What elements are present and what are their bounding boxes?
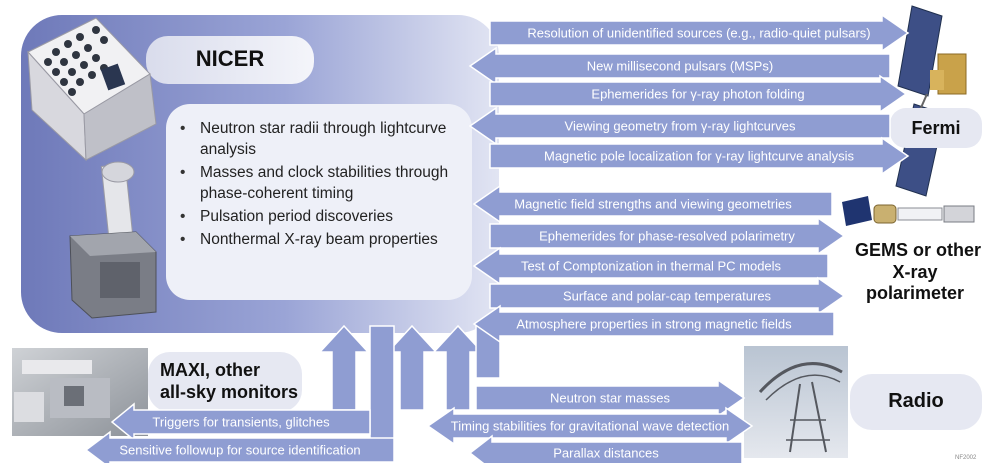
nicer-title-box [146,36,314,84]
radio-parallax-label: Parallax distances [553,446,659,461]
radio-timing-stabilities-arrow [426,406,754,446]
maxi-label-line1: MAXI, other [160,360,261,380]
gems-comptonization-arrow [472,246,829,286]
radio-timing-stabilities-label: Timing stabilities for gravitational wav… [451,419,729,434]
fermi-ephemerides-label: Ephemerides for γ-ray photon folding [591,87,804,102]
maxi-triggers-label: Triggers for transients, glitches [152,415,330,430]
gems-surface-temperatures-label: Surface and polar-cap temperatures [563,289,772,304]
up-arrow-1 [318,324,370,411]
maxi-hardware-sketch [14,360,110,422]
nicer-bullet-list: Neutron star radii through lightcurve an… [176,118,466,252]
fermi-label: Fermi [911,118,961,138]
radio-ns-masses-label: Neutron star masses [550,391,670,406]
fermi-magnetic-pole-label: Magnetic pole localization for γ-ray lig… [544,149,854,164]
radio-parallax-arrow [468,434,743,463]
maxi-label-box [148,352,302,412]
radio-ns-masses-arrow [475,378,746,418]
up-arrow-2 [386,324,438,411]
fermi-viewing-geometry-arrow [468,106,891,146]
fermi-ephemerides-arrow [489,74,908,114]
gems-satellite-illustration [842,196,975,226]
gems-surface-temperatures-arrow [489,276,846,316]
fermi-new-msps-arrow [468,46,891,86]
gems-label-line2: X-ray polarimeter [865,262,965,303]
fermi-unidentified-sources-label: Resolution of unidentified sources (e.g.… [527,26,870,41]
radio-telescope-illustration [758,362,843,453]
fermi-new-msps-label: New millisecond pulsars (MSPs) [587,59,773,74]
radio-label-box [850,374,982,430]
figure-id: NF2002 [955,455,977,461]
fermi-unidentified-sources-arrow [489,13,910,53]
gems-label-line1: GEMS or other [854,240,981,260]
nicer-bullet-beam: Nonthermal X-ray beam properties [176,229,466,250]
nicer-bullet-radii: Neutron star radii through lightcurve an… [176,118,466,160]
nicer-vertical-connectors [318,324,501,463]
fermi-label-box [890,108,982,148]
up-arrow-3 [432,324,484,411]
gems-magnetic-field-arrow [472,184,833,224]
fermi-magnetic-pole-arrow [489,136,910,176]
radio-label: Radio [888,390,944,412]
maxi-followup-arrow [84,430,395,463]
maxi-triggers-arrow [110,402,371,442]
nicer-bullet-masses: Masses and clock stabilities through pha… [176,162,466,204]
radio-telescope-photo [744,346,848,458]
gems-comptonization-label: Test of Comptonization in thermal PC mod… [521,259,782,274]
nicer-instrument-illustration [27,17,157,319]
nicer-title: NICER [195,46,265,71]
maxi-followup-label: Sensitive followup for source identifica… [119,443,360,458]
gems-ephemerides-arrow [489,216,846,256]
gems-atmosphere-arrow [472,304,835,344]
gems-magnetic-field-label: Magnetic field strengths and viewing geo… [514,197,792,212]
nicer-bullet-pulsations: Pulsation period discoveries [176,206,466,227]
fermi-viewing-geometry-label: Viewing geometry from γ-ray lightcurves [565,119,796,134]
gems-atmosphere-label: Atmosphere properties in strong magnetic… [516,317,792,332]
maxi-label-line2: all-sky monitors [160,382,299,402]
gems-ephemerides-label: Ephemerides for phase-resolved polarimet… [539,229,795,244]
